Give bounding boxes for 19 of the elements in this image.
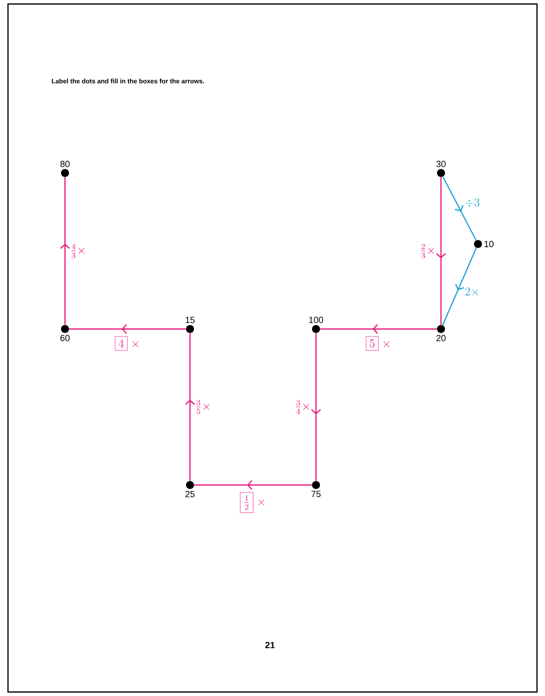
edge-label: $\boxed{4}\;\times$ [114, 336, 138, 350]
node-label: 20 [436, 334, 446, 342]
node-label: 100 [309, 316, 324, 324]
edge-label: $\frac{3}{4}\times$ [296, 400, 310, 414]
node-label: 10 [484, 240, 494, 248]
edge-label: $\boxed{\tfrac{1}{2}}\;\times$ [240, 492, 264, 513]
edge-label: $\div 3$ [465, 198, 480, 207]
node-label: 80 [60, 160, 70, 168]
edge-label: $\boxed{5}\;\times$ [366, 336, 390, 350]
edge-label: $2\times$ [465, 287, 478, 296]
node-label: 25 [185, 490, 195, 498]
edge-label: $\frac{4}{3}\times$ [71, 244, 84, 258]
node-label: 60 [60, 334, 70, 342]
page-number: 21 [265, 642, 275, 648]
node-label: 75 [311, 490, 321, 498]
edge-label: $\frac{2}{3}\times$ [421, 244, 434, 258]
node-label: 30 [436, 160, 446, 168]
edge-label: $\frac{3}{5}\times$ [196, 400, 210, 414]
node-label: 15 [186, 316, 195, 324]
